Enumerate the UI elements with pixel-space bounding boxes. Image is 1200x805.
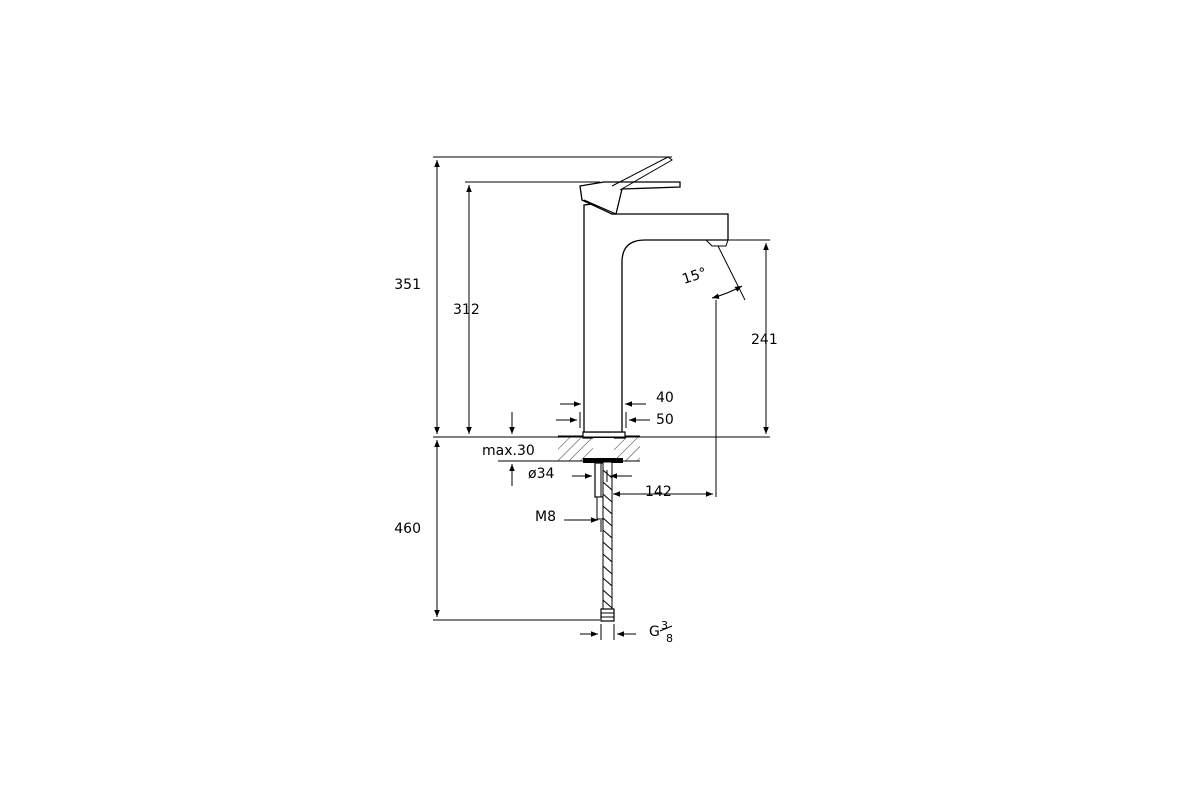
fraction-bar [659, 625, 673, 632]
label-max-thickness: max.30 [482, 443, 535, 459]
label-hose-depth: 460 [394, 521, 421, 537]
countertop-slab [558, 431, 640, 463]
dimension-lines [434, 160, 769, 637]
flexible-hose [600, 461, 615, 622]
label-hole-diameter: ø34 [528, 466, 554, 482]
extension-lines [433, 156, 770, 640]
label-connection-denominator: 8 [666, 632, 673, 645]
label-base-width: 50 [656, 412, 674, 428]
label-outlet-height: 241 [751, 332, 778, 348]
handle-raised-outline [611, 156, 673, 191]
label-total-height: 351 [394, 277, 421, 293]
label-connection-thread: G [649, 624, 660, 640]
label-body-width: 40 [656, 390, 674, 406]
label-spout-height: 312 [453, 302, 480, 318]
label-stud-thread: M8 [535, 509, 556, 525]
label-spout-angle: 15° [680, 265, 709, 288]
label-projection: 142 [645, 484, 672, 500]
faucet-body [583, 201, 729, 433]
label-connection-numerator: 3 [661, 619, 668, 632]
